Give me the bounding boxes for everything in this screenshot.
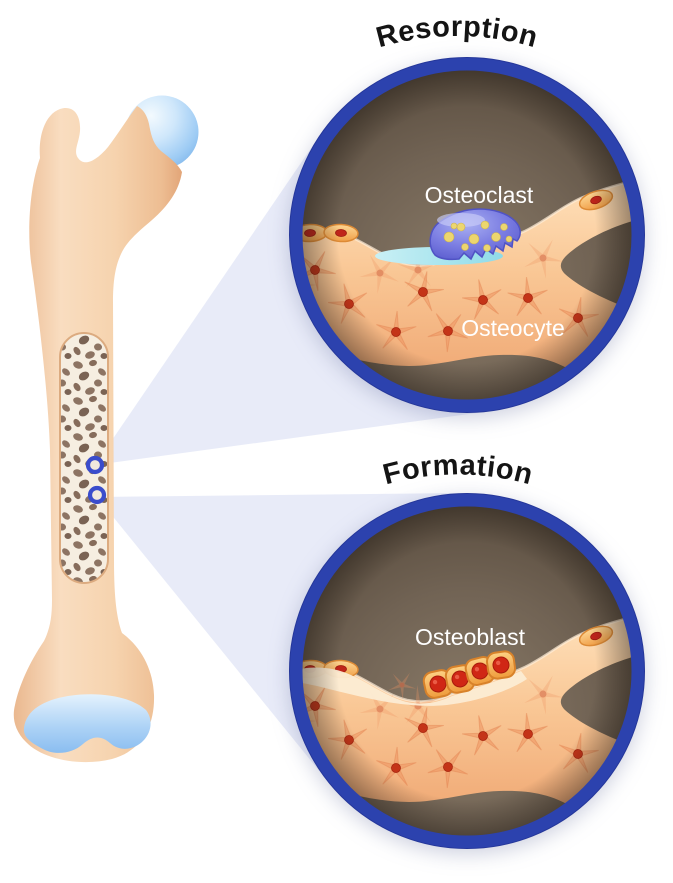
marker-resorption-site — [85, 455, 105, 475]
osteoclast-label: Osteoclast — [425, 182, 534, 208]
sample-point-markers — [85, 455, 107, 505]
condyle-cartilage — [23, 694, 151, 753]
resorption-inset-ring — [289, 57, 645, 413]
marker-formation-site — [87, 485, 107, 505]
osteoblast-label: Osteoblast — [415, 624, 526, 650]
trabecular-bone-window — [59, 332, 109, 584]
osteocyte-label: Osteocyte — [461, 315, 565, 341]
formation-inset-circle: Osteoblast — [289, 493, 645, 849]
resorption-title: Resorption — [373, 11, 541, 54]
femur-bone — [13, 95, 199, 763]
resorption-inset-circle: Osteoclast Osteocyte — [289, 57, 645, 413]
formation-inset-ring — [289, 493, 645, 849]
formation-title: Formation — [380, 449, 536, 491]
